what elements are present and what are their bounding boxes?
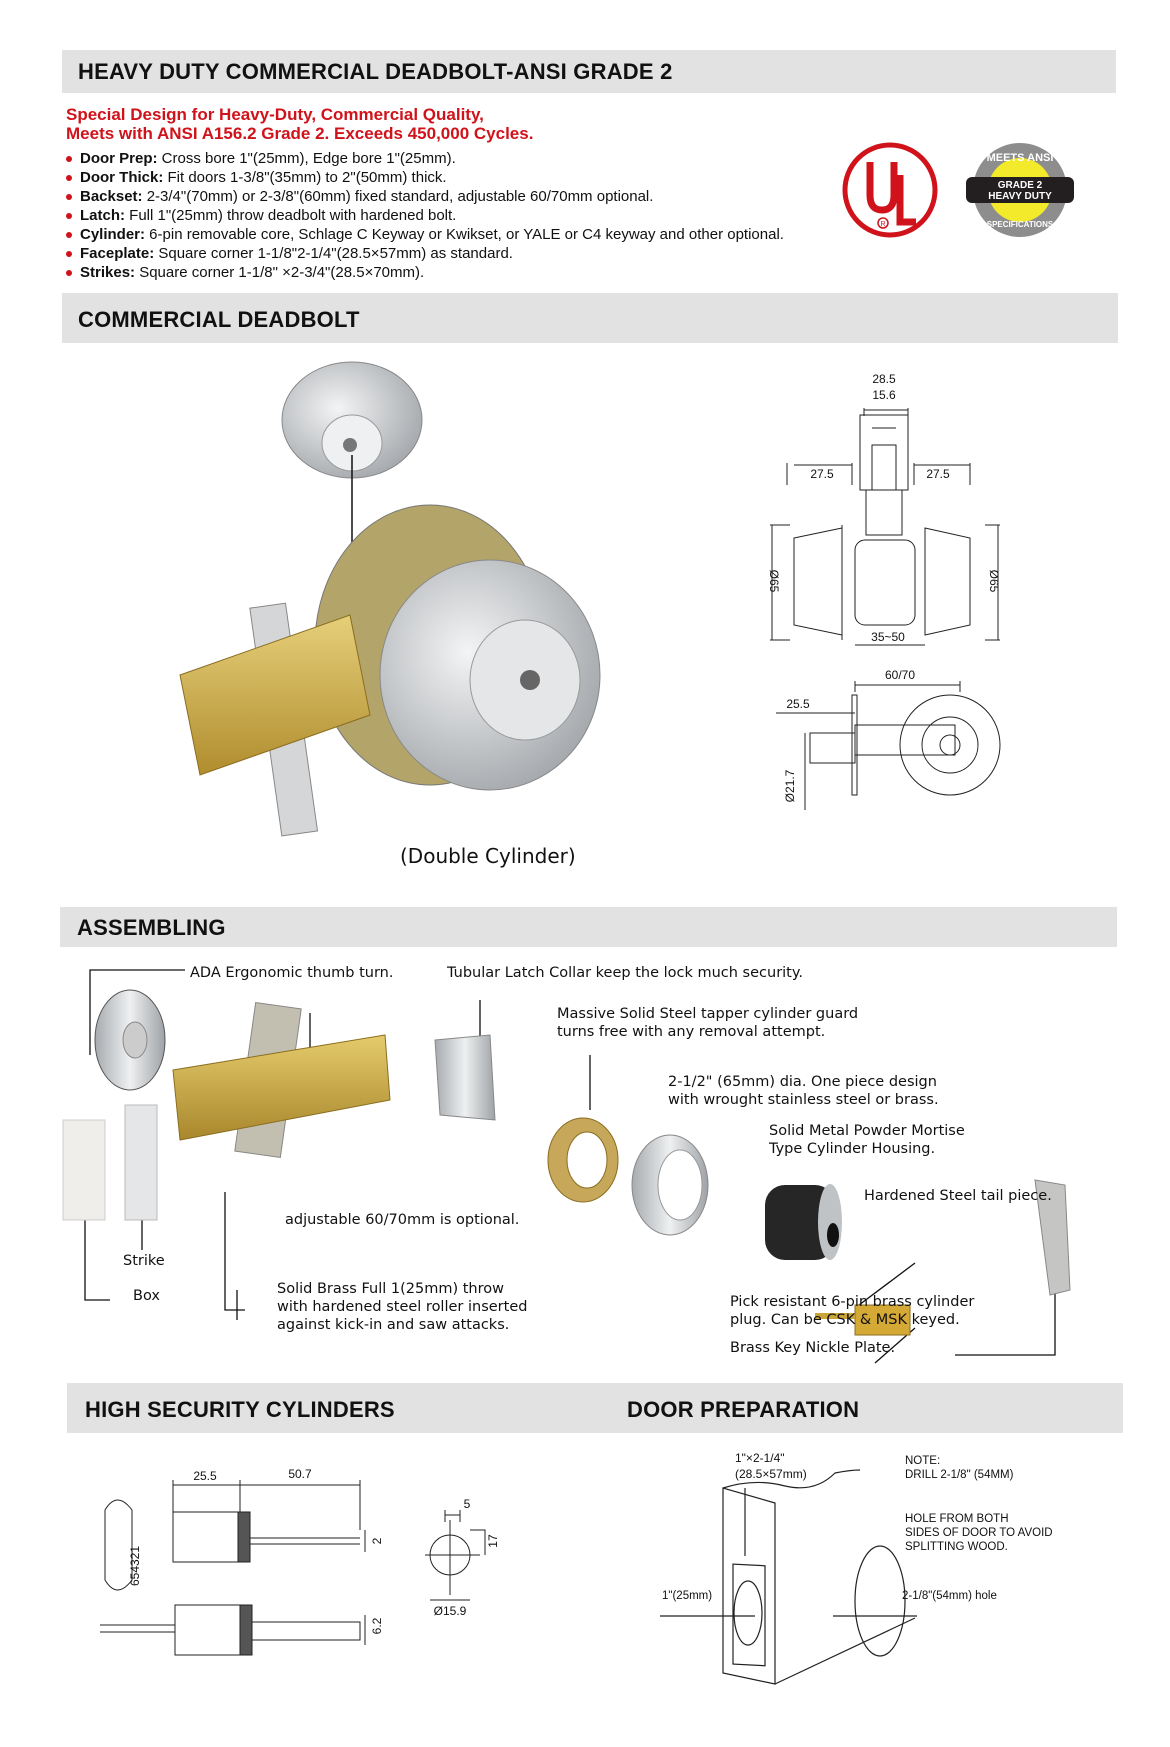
- spec-item: Strikes: Square corner 1-1/8" ×2-3/4"(28…: [66, 263, 784, 282]
- deadbolt-dimension-drawing: 28.5 15.6 27.5 27.5 Ø65 Ø65 35~50 60/70 …: [767, 372, 1001, 810]
- assembling-title: ASSEMBLING: [77, 915, 226, 940]
- svg-text:654321: 654321: [128, 1546, 142, 1586]
- svg-text:28.5: 28.5: [872, 372, 896, 386]
- label-brass-key: Brass Key Nickle Plate.: [730, 1340, 896, 1356]
- svg-text:25.5: 25.5: [193, 1469, 217, 1483]
- spec-item: Faceplate: Square corner 1-1/8"2-1/4"(28…: [66, 244, 784, 263]
- svg-text:Ø65: Ø65: [987, 570, 1001, 593]
- svg-text:17: 17: [486, 1534, 500, 1548]
- cylinder-dimension-drawing: 25.5 50.7 2 6.2 5 17 Ø15.9 654321: [100, 1467, 500, 1656]
- svg-text:Ø65: Ø65: [767, 570, 781, 593]
- svg-text:SPECIFICATIONS: SPECIFICATIONS: [987, 220, 1054, 229]
- svg-text:HEAVY DUTY: HEAVY DUTY: [988, 191, 1052, 202]
- section-header-commercial: COMMERCIAL DEADBOLT: [62, 293, 1118, 343]
- svg-text:27.5: 27.5: [926, 467, 950, 481]
- intro-line-1: Special Design for Heavy-Duty, Commercia…: [66, 105, 484, 124]
- section-header-cylinders-doorprep: HIGH SECURITY CYLINDERS DOOR PREPARATION: [67, 1383, 1123, 1433]
- door-prep-note: NOTE:DRILL 2-1/8" (54MM): [905, 1455, 1014, 1481]
- label-cylinder-guard: Massive Solid Steel tapper cylinder guar…: [557, 1006, 859, 1040]
- svg-text:6.2: 6.2: [370, 1617, 384, 1634]
- svg-text:MEETS ANSI: MEETS ANSI: [987, 152, 1054, 164]
- svg-text:Ø15.9: Ø15.9: [434, 1604, 467, 1618]
- svg-text:GRADE 2: GRADE 2: [998, 180, 1043, 191]
- product-caption: (Double Cylinder): [400, 844, 576, 868]
- svg-text:50.7: 50.7: [288, 1467, 312, 1481]
- svg-text:15.6: 15.6: [872, 388, 896, 402]
- spec-item: Latch: Full 1"(25mm) throw deadbolt with…: [66, 206, 784, 225]
- svg-text:1"×2-1/4": 1"×2-1/4": [735, 1451, 785, 1465]
- section-header-main: HEAVY DUTY COMMERCIAL DEADBOLT-ANSI GRAD…: [62, 50, 1116, 93]
- svg-text:Ø21.7: Ø21.7: [783, 769, 797, 802]
- svg-text:35~50: 35~50: [871, 630, 905, 644]
- label-latch-collar: Tubular Latch Collar keep the lock much …: [447, 965, 803, 981]
- cross-bore-label: 2-1/8"(54mm) hole: [902, 1590, 997, 1602]
- spec-item: Door Prep: Cross bore 1"(25mm), Edge bor…: [66, 149, 784, 168]
- svg-text:27.5: 27.5: [810, 467, 834, 481]
- spec-item: Cylinder: 6-pin removable core, Schlage …: [66, 225, 784, 244]
- svg-text:25.5: 25.5: [786, 697, 810, 711]
- intro-line-2: Meets with ANSI A156.2 Grade 2. Exceeds …: [66, 124, 534, 143]
- door-prep-title: DOOR PREPARATION: [627, 1397, 860, 1422]
- section-header-assembling: ASSEMBLING: [60, 907, 1117, 947]
- svg-text:60/70: 60/70: [885, 668, 915, 682]
- svg-text:(28.5×57mm): (28.5×57mm): [735, 1467, 807, 1481]
- deadbolt-product-image: [179, 361, 601, 837]
- svg-text:R: R: [880, 221, 885, 228]
- ansi-grade2-badge: MEETS ANSI GRADE 2 HEAVY DUTY SPECIFICAT…: [966, 143, 1074, 237]
- ul-logo: R: [842, 142, 938, 238]
- label-strike: Strike: [123, 1253, 165, 1269]
- label-box: Box: [133, 1288, 160, 1304]
- svg-text:5: 5: [464, 1497, 471, 1511]
- cylinders-title: HIGH SECURITY CYLINDERS: [85, 1397, 395, 1422]
- edge-bore-label: 1"(25mm): [662, 1590, 713, 1602]
- spec-item: Backset: 2-3/4"(70mm) or 2-3/8"(60mm) fi…: [66, 187, 784, 206]
- commercial-title: COMMERCIAL DEADBOLT: [78, 307, 360, 332]
- label-tail-piece: Hardened Steel tail piece.: [864, 1188, 1052, 1204]
- intro-text: Special Design for Heavy-Duty, Commercia…: [66, 105, 533, 143]
- svg-text:2: 2: [370, 1537, 384, 1544]
- spec-list: Door Prep: Cross bore 1"(25mm), Edge bor…: [66, 149, 784, 282]
- label-thumb-turn: ADA Ergonomic thumb turn.: [190, 965, 394, 981]
- exploded-parts-image: [62, 969, 1071, 1364]
- spec-item: Door Thick: Fit doors 1-3/8"(35mm) to 2"…: [66, 168, 784, 187]
- label-adjustable: adjustable 60/70mm is optional.: [285, 1212, 520, 1228]
- door-preparation-drawing: 1"×2-1/4" (28.5×57mm): [660, 1451, 917, 1685]
- main-title: HEAVY DUTY COMMERCIAL DEADBOLT-ANSI GRAD…: [78, 59, 673, 84]
